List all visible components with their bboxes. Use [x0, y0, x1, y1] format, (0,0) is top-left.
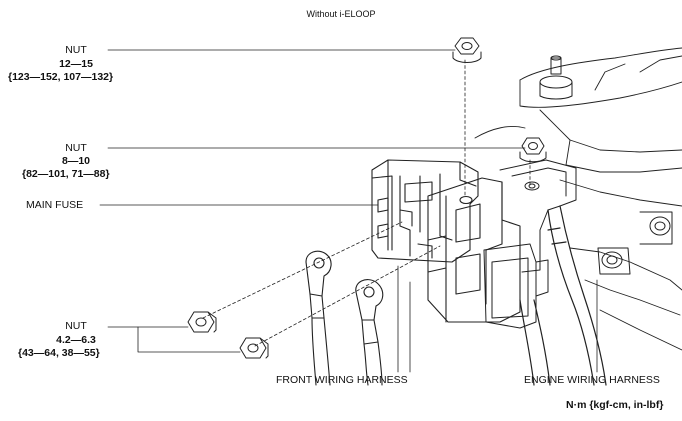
- leader-lines: [99, 49, 598, 373]
- nut-mid-torque: 8—10: [61, 155, 91, 167]
- nut-mid-icon: [519, 137, 547, 163]
- nut-top-torque: 12—15: [59, 58, 93, 70]
- engine-outline: [474, 47, 682, 351]
- bracket: [499, 159, 577, 273]
- nut-bottom-label: NUT: [65, 320, 87, 332]
- main-fuse-block: [371, 159, 479, 263]
- nut-bottom-torque: 4.2—6.3: [56, 334, 96, 346]
- nut-top-torque-alt: {123—152, 107—132}: [8, 71, 114, 83]
- torque-units: N·m {kgf-cm, in-lbf}: [566, 399, 664, 411]
- nut-top-label: NUT: [65, 44, 87, 56]
- engine-connector: [483, 243, 549, 329]
- diagram-title: Without i-ELOOP: [306, 9, 376, 19]
- leader-nut-bottom: [107, 326, 241, 353]
- nut-top-icon: [452, 37, 482, 63]
- front-wiring-harness-label: FRONT WIRING HARNESS: [276, 374, 408, 386]
- nut-bottom-icon-1: [187, 311, 217, 333]
- nut-mid-torque-alt: {82—101, 71—88}: [22, 168, 110, 180]
- side-connectors: [597, 211, 673, 275]
- engine-wiring-harness: [519, 205, 607, 386]
- main-fuse-label: MAIN FUSE: [26, 199, 84, 211]
- front-wiring-harness: [305, 250, 384, 386]
- nut-bottom-icon-2: [239, 337, 269, 359]
- terminal-box: [427, 177, 521, 323]
- engine-wiring-harness-label: ENGINE WIRING HARNESS: [524, 374, 660, 386]
- nut-bottom-torque-alt: {43—64, 38—55}: [18, 347, 100, 359]
- assembly-dash-lines: [202, 59, 531, 347]
- stud-assembly: [539, 55, 573, 100]
- nut-mid-label: NUT: [65, 142, 87, 154]
